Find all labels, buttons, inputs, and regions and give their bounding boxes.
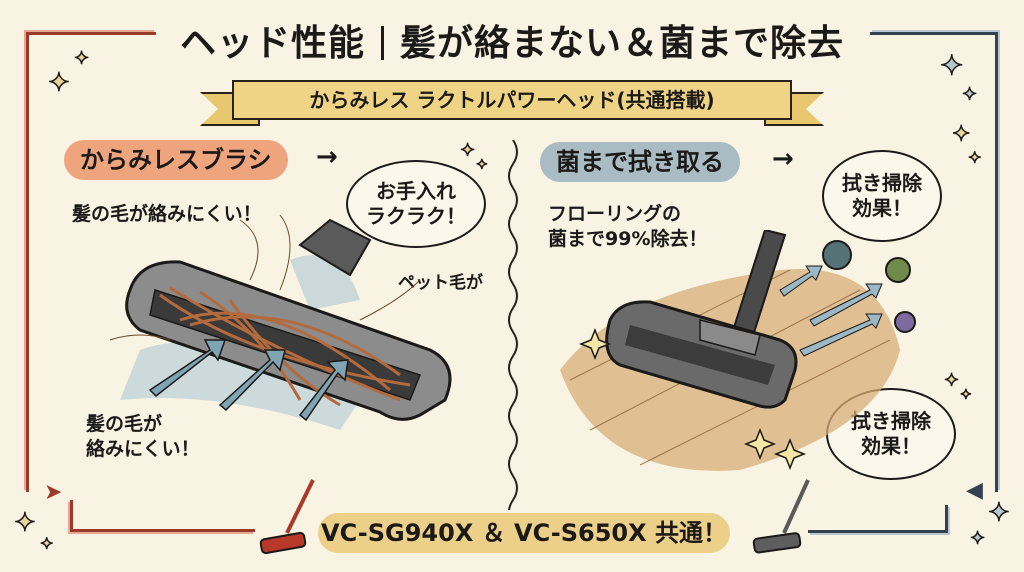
title-separator — [381, 26, 384, 60]
gray-stick-vacuum-icon — [752, 479, 810, 554]
left-frame-bottom-line — [70, 500, 255, 532]
right-note: フローリングの 菌まで99%除去！ — [548, 203, 708, 250]
right-frame-line — [870, 32, 998, 492]
left-pill-arrow-icon: → — [316, 142, 338, 172]
ribbon-label: からみレス ラクトルパワーヘッド(共通搭載) — [232, 80, 792, 120]
sparkle-icon: ✦ — [47, 68, 70, 98]
floor-head-illustration — [560, 230, 916, 471]
speech-bubble-maintenance: お手入れ ラクラク！ — [346, 160, 486, 248]
title-left: ヘッド性能 — [179, 23, 365, 64]
left-frame-line — [26, 32, 156, 492]
left-feature-label: からみレスブラシ — [80, 146, 272, 174]
sparkle-icon: ✦ — [943, 370, 960, 391]
right-feature-label: 菌まで拭き取る — [556, 148, 724, 176]
right-feature-pill: 菌まで拭き取る — [540, 142, 740, 182]
red-stick-vacuum-icon — [259, 479, 315, 555]
right-frame-bottom-line — [808, 505, 948, 533]
sparkle-icon: ✦ — [475, 157, 488, 173]
sparkle-icon: ✦ — [987, 498, 1010, 528]
models-label: VC-SG940X ＆ VC-S650X 共通！ — [321, 519, 727, 547]
left-note-top: 髪の毛が絡みにくい！ — [72, 203, 262, 225]
left-note-bottom: 髪の毛が 絡みにくい！ — [86, 413, 200, 460]
models-badge: VC-SG940X ＆ VC-S650X 共通！ — [318, 513, 730, 553]
speech-bubble-wipe-top: 拭き掃除 効果！ — [822, 150, 942, 242]
sparkle-icon: ✦ — [73, 48, 90, 69]
page-title: ヘッド性能髪が絡まない＆菌まで除去 — [0, 14, 1024, 66]
brush-head-illustration — [109, 214, 452, 430]
title-right: 髪が絡まない＆菌まで除去 — [400, 23, 845, 64]
left-feature-pill: からみレスブラシ — [64, 140, 288, 180]
right-frame-arrow-icon: ◀ — [966, 478, 983, 503]
sparkle-icon: ✦ — [13, 508, 36, 538]
sparkle-icon: ✦ — [459, 140, 476, 161]
sparkle-icon: ✦ — [967, 148, 982, 167]
sparkle-icon: ✦ — [969, 528, 986, 549]
sparkle-icon: ✦ — [951, 122, 971, 147]
pet-hair-note: ペット毛が — [398, 273, 483, 293]
right-pill-arrow-icon: → — [772, 144, 794, 174]
wavy-divider — [508, 140, 518, 510]
left-frame-arrow-icon: ➤ — [44, 480, 63, 505]
sparkle-icon: ✦ — [939, 49, 964, 82]
sparkle-icon: ✦ — [959, 387, 972, 403]
sparkle-icon: ✦ — [961, 84, 978, 105]
ribbon-banner: からみレス ラクトルパワーヘッド(共通搭載) — [200, 80, 824, 126]
sparkle-icon: ✦ — [39, 534, 54, 553]
